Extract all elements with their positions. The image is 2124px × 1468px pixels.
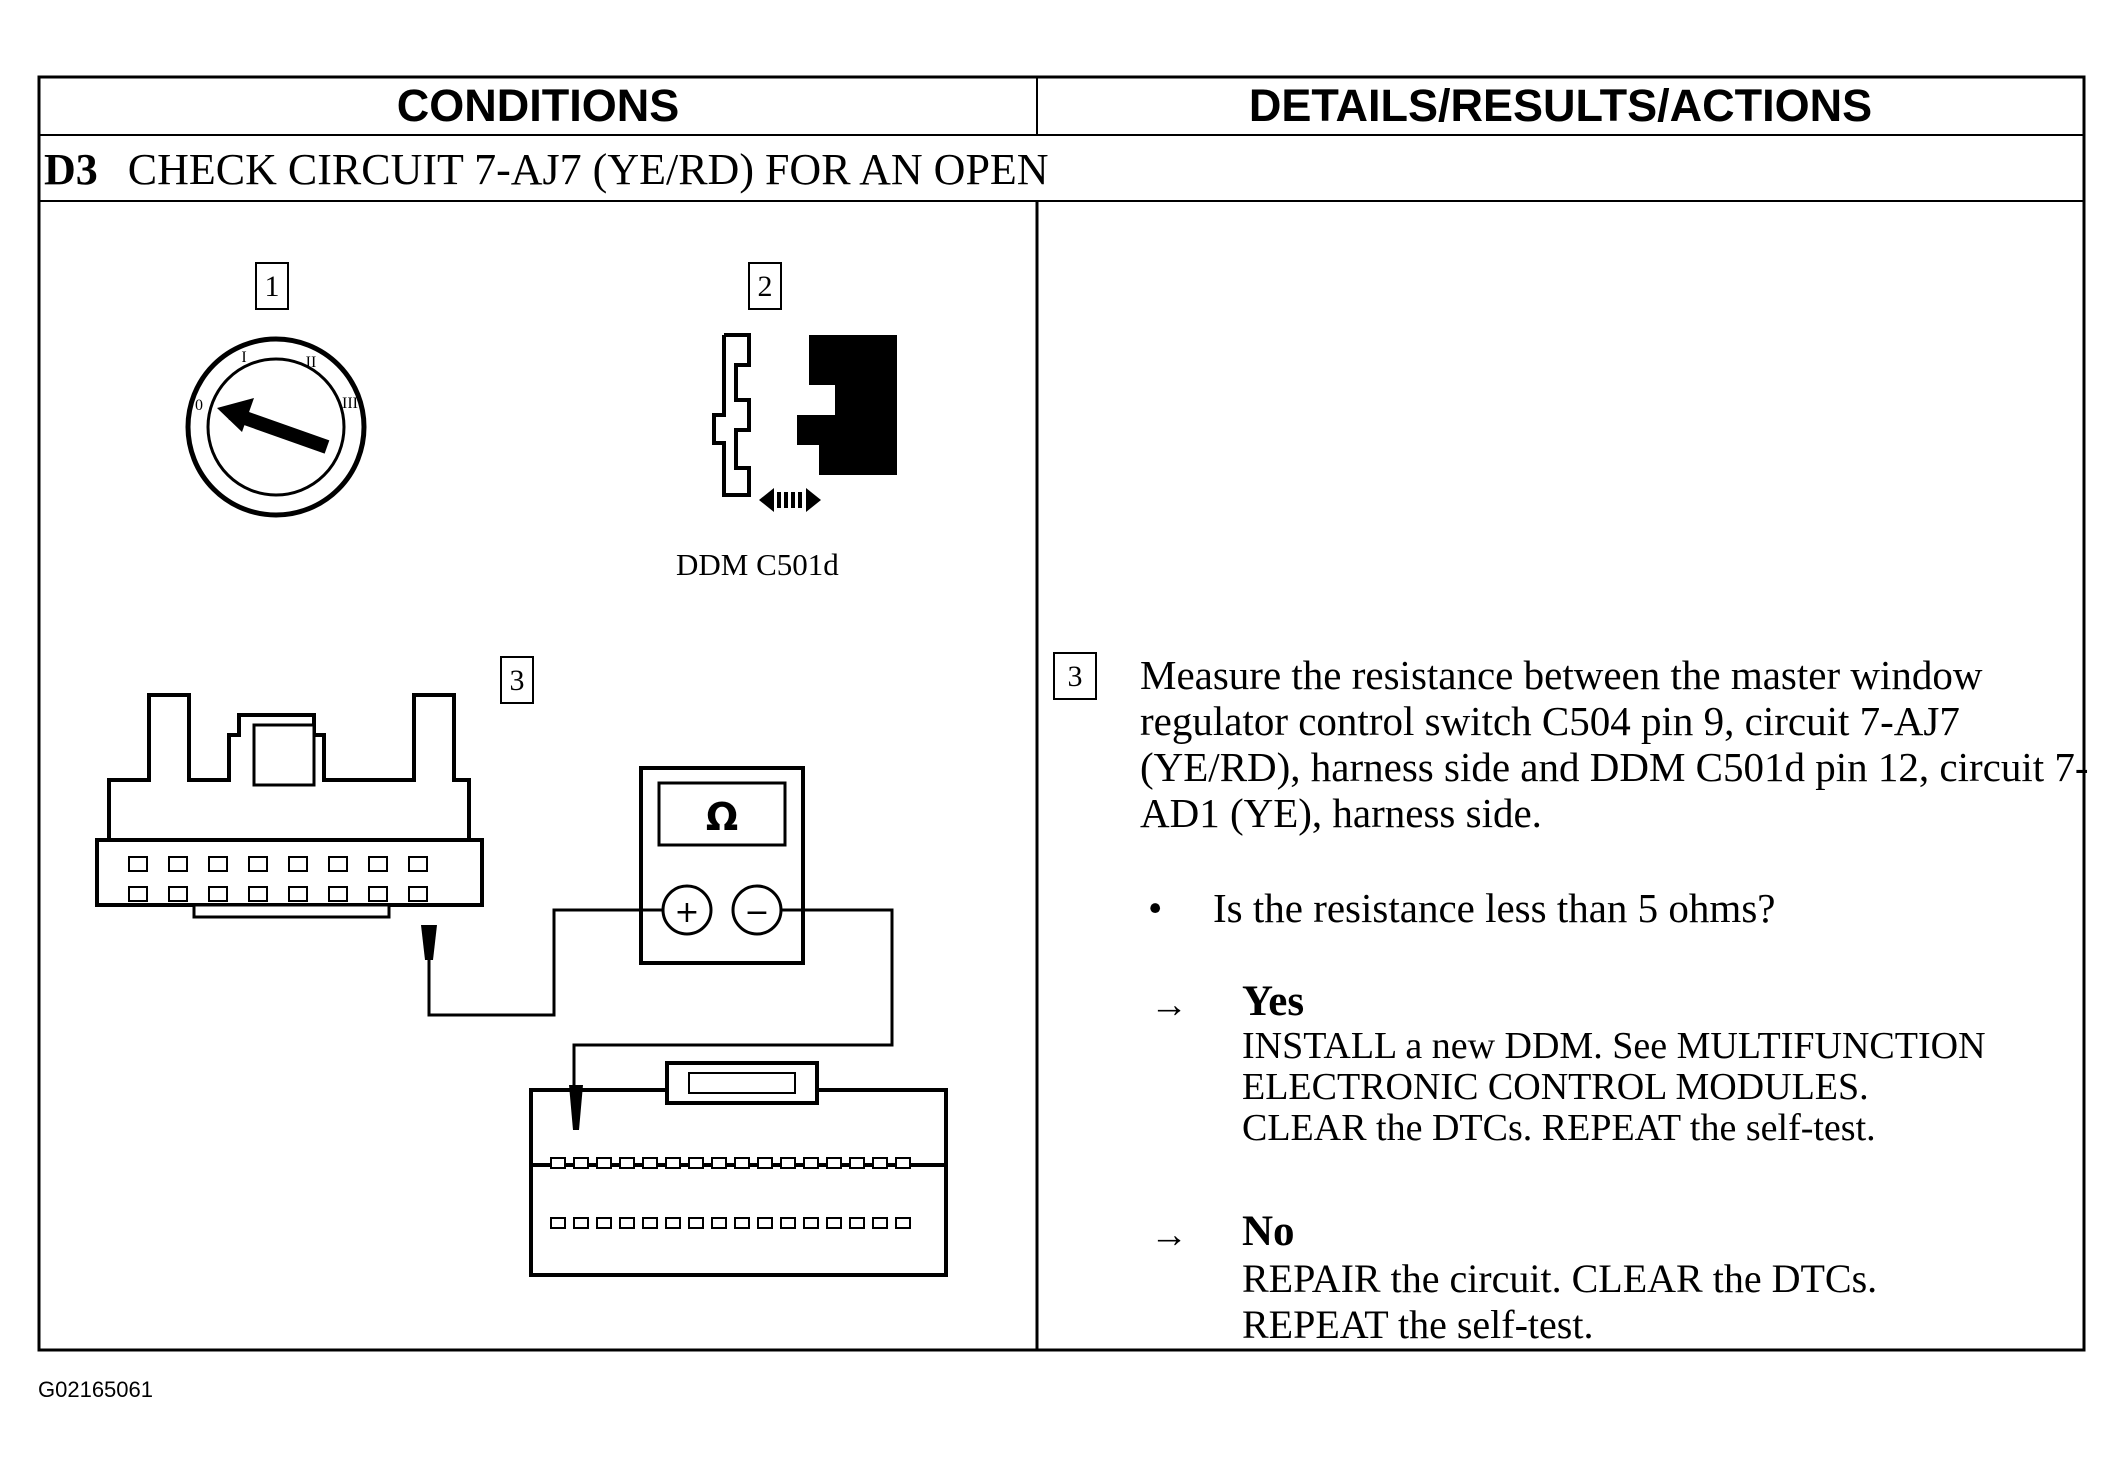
no-action: REPAIR the circuit. CLEAR the DTCs. REPE… bbox=[1242, 1256, 1878, 1347]
bullet-marker: • bbox=[1148, 885, 1163, 931]
ignition-switch-icon: 0 I II III bbox=[185, 336, 367, 518]
meter-minus: − bbox=[744, 895, 769, 930]
details-callout: 3 bbox=[1053, 652, 1097, 700]
ddm-connector-c501d bbox=[529, 1061, 948, 1277]
yes-label: Yes bbox=[1242, 978, 1305, 1025]
callout-1: 1 bbox=[255, 262, 289, 310]
resistance-question: Is the resistance less than 5 ohms? bbox=[1213, 885, 1776, 931]
step-title-text: CHECK CIRCUIT 7-AJ7 (YE/RD) FOR AN OPEN bbox=[127, 145, 1049, 194]
connector-disconnect-icon bbox=[712, 333, 897, 512]
c501d-pin-grid bbox=[550, 1157, 911, 1229]
measure-instruction: Measure the resistance between the maste… bbox=[1140, 652, 2089, 836]
step-id: D3 bbox=[44, 145, 98, 194]
ignition-pos-2: II bbox=[306, 354, 317, 371]
callout-2: 2 bbox=[748, 262, 782, 310]
no-arrow: → bbox=[1150, 1214, 1188, 1256]
connector-label: DDM C501d bbox=[676, 547, 839, 582]
meter-plus: + bbox=[674, 895, 699, 930]
ohm-symbol: Ω bbox=[706, 795, 738, 839]
details-header: DETAILS/RESULTS/ACTIONS bbox=[1248, 80, 1873, 131]
yes-arrow: → bbox=[1150, 984, 1188, 1026]
yes-action: INSTALL a new DDM. See MULTIFUNCTION ELE… bbox=[1242, 1025, 1986, 1149]
callout-3: 3 bbox=[500, 656, 534, 704]
switch-connector-c504 bbox=[95, 693, 484, 960]
ignition-pos-1: I bbox=[241, 349, 246, 366]
no-label: No bbox=[1242, 1208, 1295, 1255]
conditions-figure: 0 I II III bbox=[95, 333, 948, 1277]
ignition-pos-0: 0 bbox=[195, 397, 203, 414]
c504-pin-grid bbox=[128, 856, 428, 902]
figure-id: G02165061 bbox=[38, 1377, 153, 1402]
conditions-header: CONDITIONS bbox=[396, 80, 680, 131]
ohmmeter-icon: Ω + − bbox=[639, 766, 805, 965]
step-title: D3 CHECK CIRCUIT 7-AJ7 (YE/RD) FOR AN OPE… bbox=[44, 142, 1049, 198]
ignition-pos-3: III bbox=[342, 395, 358, 412]
